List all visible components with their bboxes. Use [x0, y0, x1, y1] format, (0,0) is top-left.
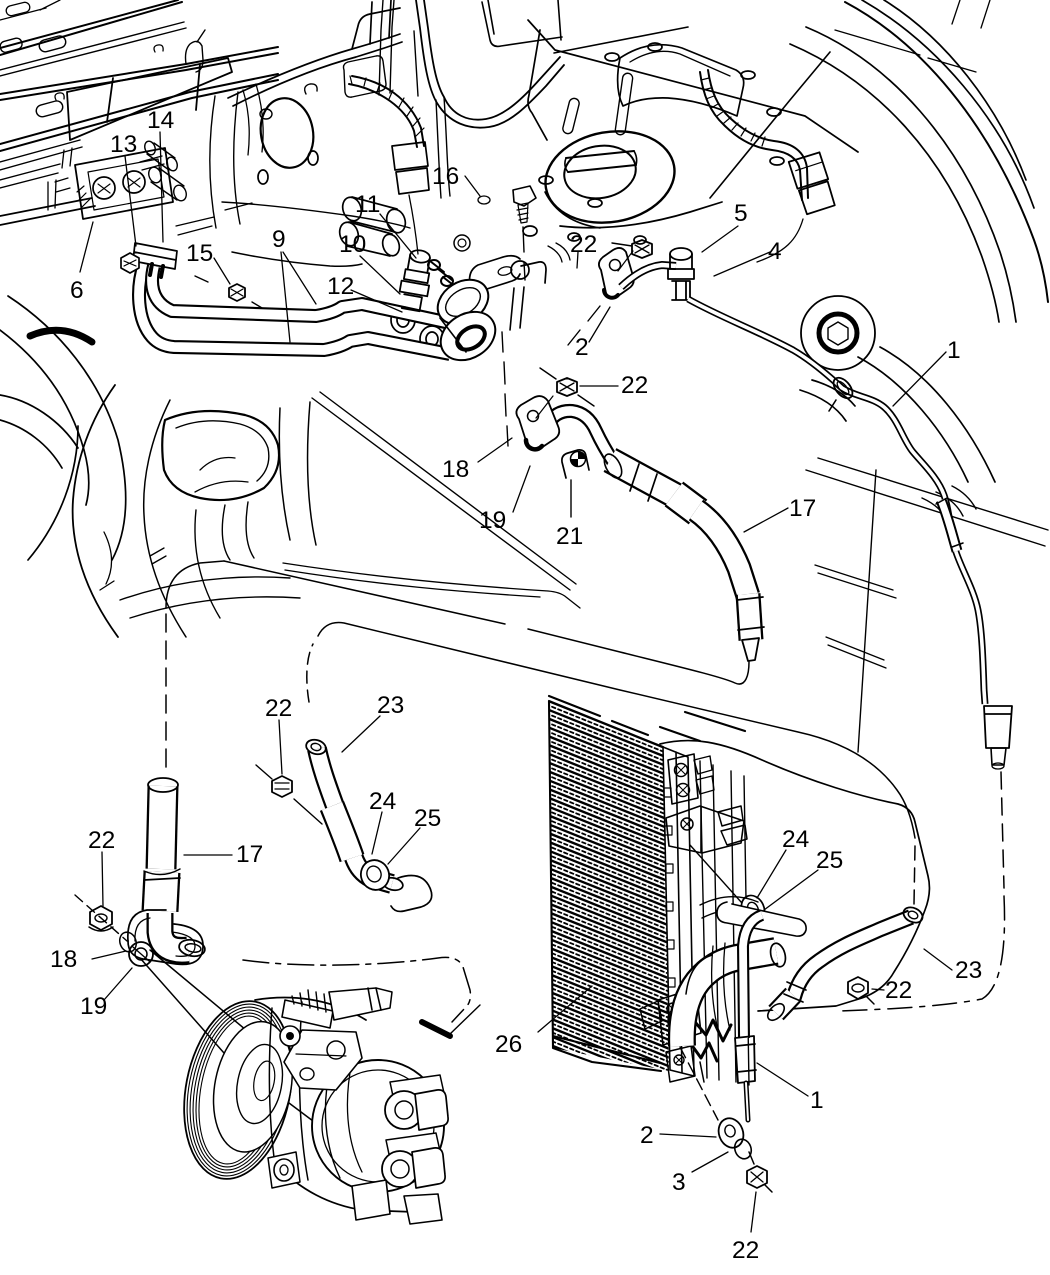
- svg-text:24: 24: [369, 788, 396, 815]
- svg-text:25: 25: [816, 847, 843, 874]
- svg-text:10: 10: [339, 231, 366, 258]
- svg-text:23: 23: [377, 692, 404, 719]
- svg-text:21: 21: [556, 523, 583, 550]
- svg-text:19: 19: [80, 993, 107, 1020]
- svg-text:22: 22: [621, 372, 648, 399]
- svg-text:11: 11: [355, 191, 380, 218]
- svg-text:15: 15: [186, 240, 213, 267]
- svg-text:2: 2: [640, 1122, 654, 1149]
- svg-text:14: 14: [147, 107, 174, 134]
- svg-text:23: 23: [955, 957, 982, 984]
- svg-text:22: 22: [88, 827, 115, 854]
- svg-text:6: 6: [70, 277, 84, 304]
- svg-text:18: 18: [442, 456, 469, 483]
- svg-text:9: 9: [272, 226, 286, 253]
- svg-text:5: 5: [734, 200, 748, 227]
- svg-text:22: 22: [885, 977, 912, 1004]
- svg-text:25: 25: [414, 805, 441, 832]
- svg-text:17: 17: [236, 841, 263, 868]
- svg-text:3: 3: [672, 1169, 686, 1196]
- svg-text:22: 22: [570, 231, 597, 258]
- svg-text:19: 19: [479, 507, 506, 534]
- svg-text:22: 22: [732, 1237, 759, 1264]
- svg-text:4: 4: [768, 238, 782, 265]
- svg-text:24: 24: [782, 826, 809, 853]
- svg-text:18: 18: [50, 946, 77, 973]
- svg-text:1: 1: [810, 1087, 824, 1114]
- svg-text:17: 17: [789, 495, 816, 522]
- svg-text:12: 12: [327, 273, 354, 300]
- svg-text:22: 22: [265, 695, 292, 722]
- svg-text:13: 13: [110, 131, 137, 158]
- svg-text:1: 1: [947, 337, 961, 364]
- svg-text:26: 26: [495, 1031, 522, 1058]
- svg-text:2: 2: [575, 334, 589, 361]
- svg-text:16: 16: [432, 163, 459, 190]
